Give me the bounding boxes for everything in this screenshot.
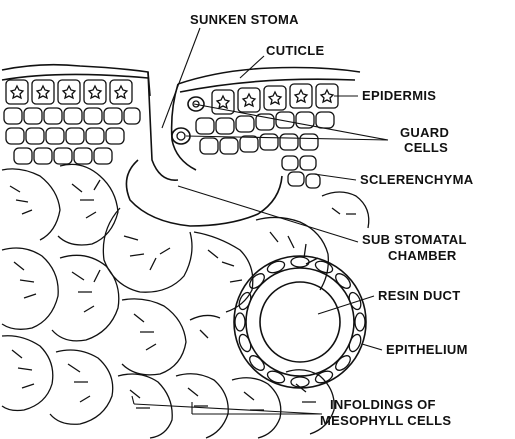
resin-duct (234, 256, 366, 388)
guard-cell-pair (172, 97, 204, 144)
label-guard-cells-line1: GUARD (400, 125, 449, 140)
label-resin-duct: RESIN DUCT (378, 288, 460, 303)
label-sub-stomatal-line1: SUB STOMATAL (362, 232, 467, 247)
sunken-stoma-pit (148, 72, 196, 180)
label-guard-cells-line2: CELLS (404, 140, 448, 155)
mesophyll-cells (2, 164, 369, 438)
label-epithelium: EPITHELIUM (386, 342, 468, 357)
label-sunken-stoma: SUNKEN STOMA (190, 12, 299, 27)
label-cuticle: CUTICLE (266, 43, 324, 58)
epithelium-cells (235, 257, 365, 387)
cuticle-layer (2, 65, 360, 96)
sub-stomatal-chamber (126, 160, 282, 226)
epidermis-nuclei (11, 86, 333, 108)
label-infoldings-line2: MESOPHYLL CELLS (320, 413, 451, 428)
label-epidermis: EPIDERMIS (362, 88, 436, 103)
label-sub-stomatal-line2: CHAMBER (388, 248, 457, 263)
label-sclerenchyma: SCLERENCHYMA (360, 172, 473, 187)
label-infoldings-line1: INFOLDINGS OF (330, 397, 436, 412)
sclerenchyma-cells (4, 108, 334, 188)
